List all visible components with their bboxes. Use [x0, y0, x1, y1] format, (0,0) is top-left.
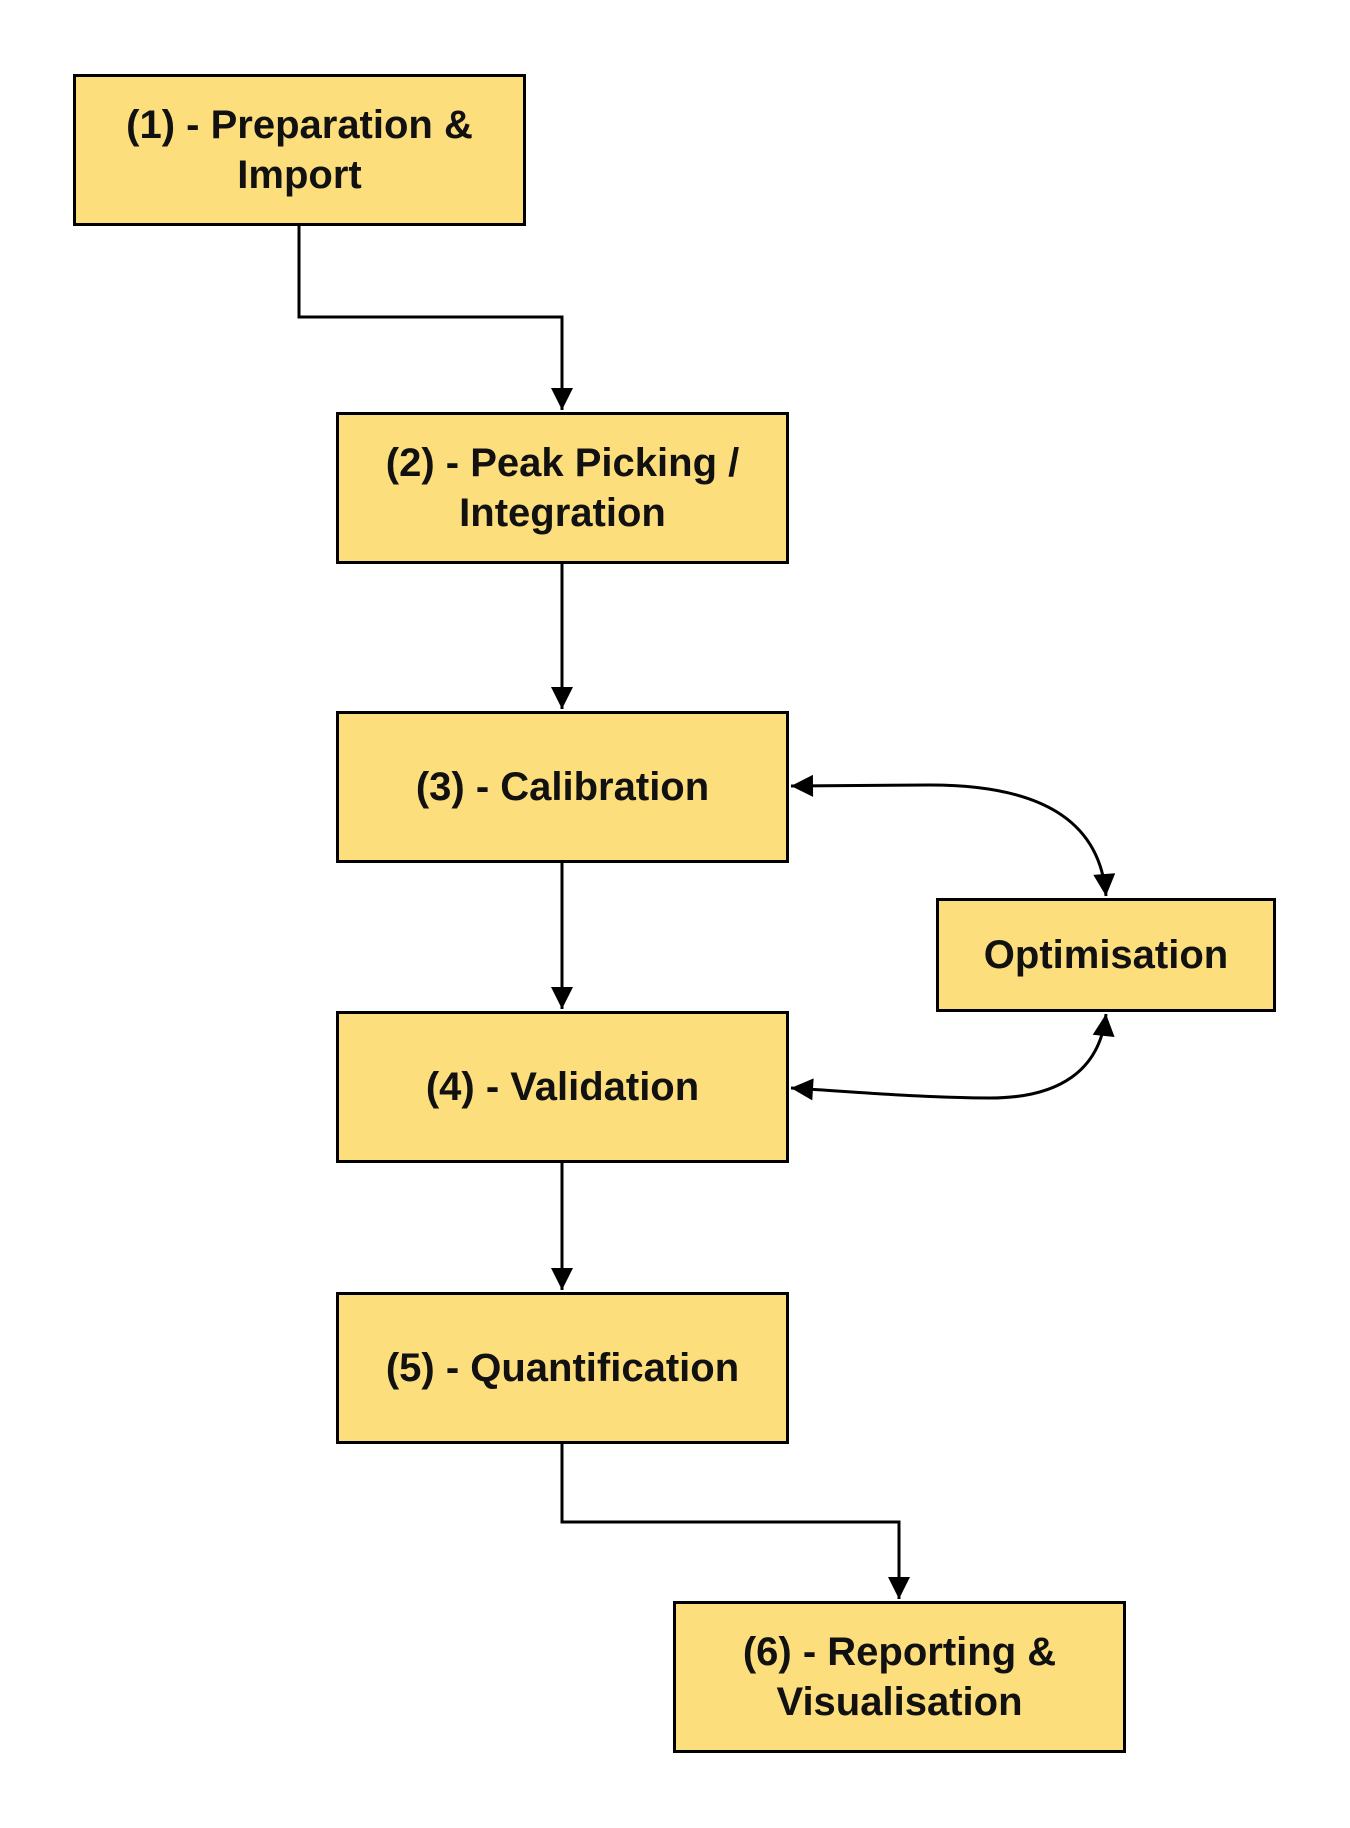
node-label: (4) - Validation	[425, 1065, 700, 1109]
node-label: (2) - Peak Picking / Integration	[385, 441, 740, 535]
node-calibration: (3) - Calibration	[336, 711, 789, 863]
node-label: (6) - Reporting & Visualisation	[742, 1630, 1057, 1724]
node-reporting-visualisation: (6) - Reporting & Visualisation	[673, 1601, 1126, 1753]
node-quantification: (5) - Quantification	[336, 1292, 789, 1444]
node-label: (1) - Preparation & Import	[126, 103, 473, 197]
edge-calibration-optimisation	[790, 774, 1116, 897]
node-label: Optimisation	[983, 933, 1229, 977]
node-peak-picking-integration: (2) - Peak Picking / Integration	[336, 412, 789, 564]
node-optimisation: Optimisation	[936, 898, 1276, 1012]
edge-5-to-6	[560, 1444, 910, 1599]
edge-1-to-2	[297, 226, 573, 410]
node-preparation-import: (1) - Preparation & Import	[73, 74, 526, 226]
node-validation: (4) - Validation	[336, 1011, 789, 1163]
edge-validation-optimisation	[790, 1013, 1115, 1101]
node-label: (3) - Calibration	[415, 765, 710, 809]
node-label: (5) - Quantification	[385, 1346, 740, 1390]
